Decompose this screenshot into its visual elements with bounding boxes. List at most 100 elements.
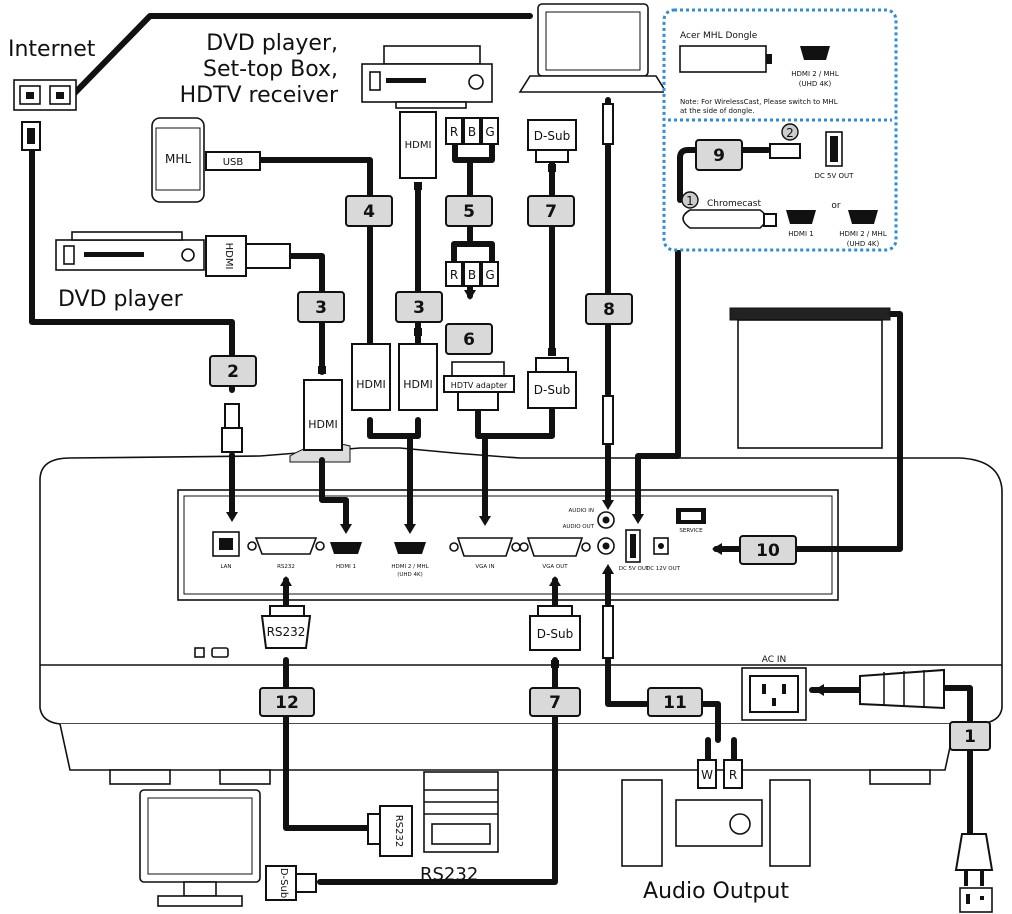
dvd-stb-line2: Set-top Box, [203,57,338,82]
rs232-device-label: RS232 [420,864,478,885]
svg-text:8: 8 [603,300,615,320]
audio-plug-top [602,103,614,145]
lan-label: LAN [220,564,231,570]
svg-text:5: 5 [463,202,475,222]
usb-label: USB [223,157,244,168]
audio-output-label: Audio Output [643,879,789,904]
callouts: 1 2 3 3 4 5 6 7 7 8 9 10 11 12 [209,139,991,751]
svg-text:R: R [450,268,458,282]
callout-5: 5 [445,195,493,227]
power-plug-icon [859,668,994,913]
hdmi2-mhl-port[interactable]: HDMI 2 / MHL (UHD 4K) [391,542,430,578]
svg-text:B: B [468,268,476,282]
svg-text:G: G [485,268,494,282]
callout-1: 1 [949,721,991,751]
audio-ports[interactable]: AUDIO IN AUDIO OUT [563,508,615,555]
svg-text:HDMI: HDMI [356,378,385,391]
svg-text:1: 1 [964,727,976,747]
svg-text:2: 2 [227,362,239,382]
hdmi2-port-label: HDMI 2 / MHL [391,564,429,570]
dvd-player-icon: HDMI DVD player [55,231,291,312]
arrows [226,290,824,696]
vga-out-label: VGA OUT [542,564,568,570]
svg-text:W: W [701,768,713,782]
callout-6: 6 [445,323,493,355]
dc5v-usb-port[interactable]: DC 5V OUT [619,529,650,572]
callout-8: 8 [585,293,633,325]
svg-text:D-Sub: D-Sub [278,868,289,898]
svg-text:DC 5V OUT: DC 5V OUT [815,172,855,180]
vga-in-port[interactable]: VGA IN [449,537,521,570]
internet-wall-jack: Internet [8,37,96,151]
svg-text:B: B [468,125,476,139]
svg-text:6: 6 [463,330,475,350]
hdtv-adapter-label: HDTV adapter [451,381,508,390]
svg-text:D-Sub: D-Sub [537,627,573,641]
service-label: SERVICE [679,528,703,534]
dsub-plug-mid: D-Sub [527,348,577,409]
hdmi2-uhd-label: (UHD 4K) [397,572,423,578]
svg-text:R: R [450,125,458,139]
dc12v-label: DC 12V OUT [646,566,681,572]
svg-text:or: or [831,201,841,211]
svg-text:4: 4 [363,202,375,222]
audio-in-label: AUDIO IN [569,508,594,514]
callout-7b: 7 [529,687,581,717]
callout-11: 11 [647,687,703,717]
vga-out-port[interactable]: VGA OUT [519,537,591,570]
step-2: 2 [786,126,794,140]
svg-text:HDMI 1: HDMI 1 [788,230,813,238]
svg-text:10: 10 [756,541,780,561]
svg-text:9: 9 [713,146,725,166]
hdmi-plugs-mid: HDMI HDMI [351,328,438,411]
kensington-lock-icon [194,647,205,658]
hdmi-plug-top: HDMI [399,111,437,190]
projection-screen [729,307,891,449]
dvd-hdmi-label: HDMI [223,243,234,270]
svg-text:HDMI: HDMI [308,418,337,431]
svg-text:R: R [729,768,737,782]
wireless-inset: Acer MHL Dongle HDMI 2 / MHL (UHD 4K) No… [662,8,898,252]
rs232-plug: RS232 [260,605,312,649]
callout-9: 9 [695,139,743,171]
svg-text:HDMI: HDMI [403,378,432,391]
dc5v-label: DC 5V OUT [619,566,650,572]
svg-text:HDMI 2 / MHL: HDMI 2 / MHL [839,230,887,238]
rs232-pc-icon: RS232 RS232 [367,771,499,885]
svg-text:RS232: RS232 [393,815,404,847]
callout-4: 4 [345,195,393,227]
dvd-stb-line3: HDTV receiver [180,83,339,108]
callout-3a: 3 [297,291,345,323]
monitor-icon: D-Sub [139,789,317,907]
laptop-icon [518,3,668,93]
audio-system-icon: W R Audio Output [621,759,811,904]
service-port[interactable]: SERVICE [676,508,706,534]
hdmi1-port[interactable]: HDMI 1 [330,542,362,570]
rca-plugs-top: R B G [445,117,499,145]
step-1: 1 [686,194,694,208]
callout-2: 2 [209,355,257,387]
dsub-plug-top: D-Sub [527,119,577,172]
callout-3b: 3 [395,291,443,323]
svg-text:11: 11 [663,693,687,713]
svg-text:RS232: RS232 [267,625,306,639]
ac-in-socket[interactable]: AC IN [741,655,807,721]
rs232-port-label: RS232 [277,564,295,570]
dc12v-port[interactable]: DC 12V OUT [646,537,681,572]
dvd-settop-icon: DVD player, Set-top Box, HDTV receiver [180,31,493,109]
svg-text:D-Sub: D-Sub [534,129,570,143]
audio-plug-mid [602,395,614,445]
svg-text:3: 3 [413,298,425,318]
rs232-port[interactable]: RS232 [247,537,325,570]
svg-text:HDMI: HDMI [405,140,432,151]
hdmi1-port-label: HDMI 1 [336,564,356,570]
svg-text:HDMI 2 / MHL: HDMI 2 / MHL [791,70,839,78]
inset-note-1: Note: For WirelessCast, Please switch to… [680,98,838,106]
lan-port[interactable]: LAN [212,531,240,570]
ac-in-label: AC IN [762,655,787,665]
dongle-title: Acer MHL Dongle [680,31,758,41]
rj45-plug [221,403,243,453]
hdmi-plug-hdmi1: HDMI [303,366,343,451]
svg-text:3: 3 [315,298,327,318]
